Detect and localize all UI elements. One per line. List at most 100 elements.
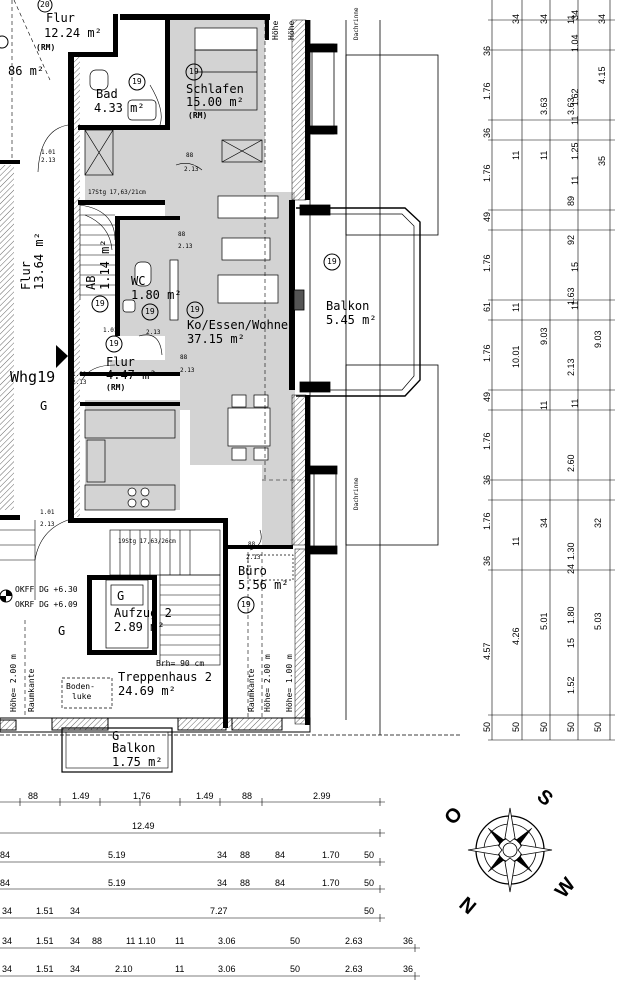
dim-value: 11	[570, 175, 580, 185]
dim-value: 4.26	[511, 627, 521, 645]
dim-value: 1.30	[566, 542, 576, 560]
dim-value: 11	[175, 936, 185, 946]
room-area-wc: 1.80 m²	[131, 288, 182, 302]
dim-value: 36	[482, 45, 492, 56]
door-dim: 2.13	[180, 367, 195, 374]
room-area-flur-top: 12.24 m²	[44, 26, 102, 40]
dim-value: 50	[364, 878, 375, 888]
room-name-balkon-south: Balkon	[112, 741, 156, 755]
dim-value: 34	[70, 964, 81, 974]
dim-value: 15	[566, 637, 576, 648]
room-tag-flur-top: (RM)	[36, 43, 56, 52]
dim-value: 88	[242, 791, 253, 801]
stair-note-top: 17Stg 17,63/21cm	[88, 189, 146, 196]
level-okff: OKFF DG +6.30	[15, 585, 78, 594]
dim-value: 2.60	[566, 454, 576, 472]
room-name-wohnen: Ko/Essen/Wohnen	[187, 318, 296, 332]
dim-value: 1.62	[570, 88, 580, 106]
level-okrf: OKRF DG +6.09	[15, 600, 78, 609]
dim-value: 1.80	[566, 606, 576, 624]
dim-value: 88	[92, 936, 103, 946]
dim-value: 24	[566, 563, 576, 574]
dim-value: 1.10	[138, 936, 156, 946]
dim-value: 11	[539, 150, 549, 160]
room-name-ab: AB	[84, 275, 98, 290]
dim-value: 50	[364, 850, 375, 860]
door-dim: 1.01	[40, 509, 55, 516]
fire-marker: G	[117, 589, 125, 603]
dim-value: 2.63	[345, 964, 363, 974]
dim-value: 34	[217, 878, 228, 888]
bodenluke-line-2: luke	[72, 692, 92, 701]
door-dim: 88	[248, 541, 256, 548]
room-name-wc: WC	[131, 274, 146, 288]
room-area-treppenhaus: 24.69 m²	[118, 684, 176, 698]
room-area-partial: 86 m²	[8, 64, 45, 78]
room-number: 20	[40, 0, 50, 9]
door-swings	[34, 84, 262, 561]
room-number: 19	[190, 305, 200, 314]
room-area-balkon-east: 5.45 m²	[326, 313, 377, 327]
room-number: 19	[189, 67, 199, 76]
dim-value: 3.06	[218, 936, 236, 946]
door-dim: 2.13	[184, 166, 199, 173]
dormers	[293, 20, 439, 735]
room-name-treppenhaus: Treppenhaus 2	[118, 670, 212, 684]
dim-value: 49	[482, 391, 492, 402]
dim-value: 34	[539, 13, 549, 24]
hoehe-label: Höhe= 1.00 m	[285, 654, 294, 712]
dim-value: 34	[2, 936, 13, 946]
room-area-schlafen: 15.00 m²	[186, 95, 244, 109]
room-number-circles	[0, 0, 341, 614]
dim-value: 5.19	[108, 878, 126, 888]
dim-value: 1.49	[72, 791, 90, 801]
door-dim: 2.13	[40, 521, 55, 528]
room-name-schlafen: Schlafen	[186, 82, 244, 96]
dim-value: 1.76	[482, 512, 492, 530]
dim-value: 1.76	[482, 432, 492, 450]
dim-value: 11	[511, 536, 521, 546]
fire-marker: G	[58, 624, 66, 638]
dim-value: 34	[2, 906, 13, 916]
level-marker	[0, 589, 13, 603]
fire-marker: G	[40, 399, 48, 413]
dim-value: 1.70	[322, 878, 340, 888]
walls	[0, 14, 310, 728]
dim-value: 36	[482, 474, 492, 485]
dim-value: 1.51	[36, 964, 54, 974]
dim-value: 2.63	[345, 936, 363, 946]
room-area-buero: 5.56 m²	[238, 578, 289, 592]
south-wall	[0, 717, 460, 736]
door-dim: 2.13	[246, 554, 261, 561]
dim-value: 34	[70, 906, 81, 916]
dim-value: 88	[240, 878, 251, 888]
dim-value: 36	[403, 936, 414, 946]
dim-value: 10.01	[511, 345, 521, 368]
door-dim: 88	[186, 152, 194, 159]
dim-value: 34	[539, 517, 549, 528]
gutter-label: Dachrinne	[353, 7, 360, 40]
dim-value: 49	[482, 211, 492, 222]
door-dim: 88	[178, 231, 186, 238]
dimension-lines-vertical	[488, 0, 615, 741]
dim-value: 9.03	[539, 327, 549, 345]
dim-value: 1.52	[566, 676, 576, 694]
dim-value: 36	[403, 964, 414, 974]
stairs	[0, 200, 221, 666]
door-dim: 1.01	[41, 149, 56, 156]
dim-value: 50	[482, 721, 492, 732]
dim-value: 12.49	[132, 821, 155, 831]
room-name-bad: Bad	[96, 87, 118, 101]
dim-value: 34	[597, 13, 607, 24]
hoehe-label-top: Höhe	[271, 20, 280, 40]
room-area-flur-mid: 4.47 m²	[106, 368, 157, 382]
compass-rose	[467, 807, 553, 893]
door-dim: 1.01	[103, 327, 118, 334]
door-dim: 1.01	[72, 371, 87, 378]
room-area-aufzug: 2.89 m²	[114, 620, 165, 634]
hoehe-label: Höhe= 2.00 m	[9, 654, 18, 712]
dim-value: 2.99	[313, 791, 331, 801]
door-dim: 2.13	[72, 379, 87, 386]
dim-value: 84	[275, 850, 286, 860]
